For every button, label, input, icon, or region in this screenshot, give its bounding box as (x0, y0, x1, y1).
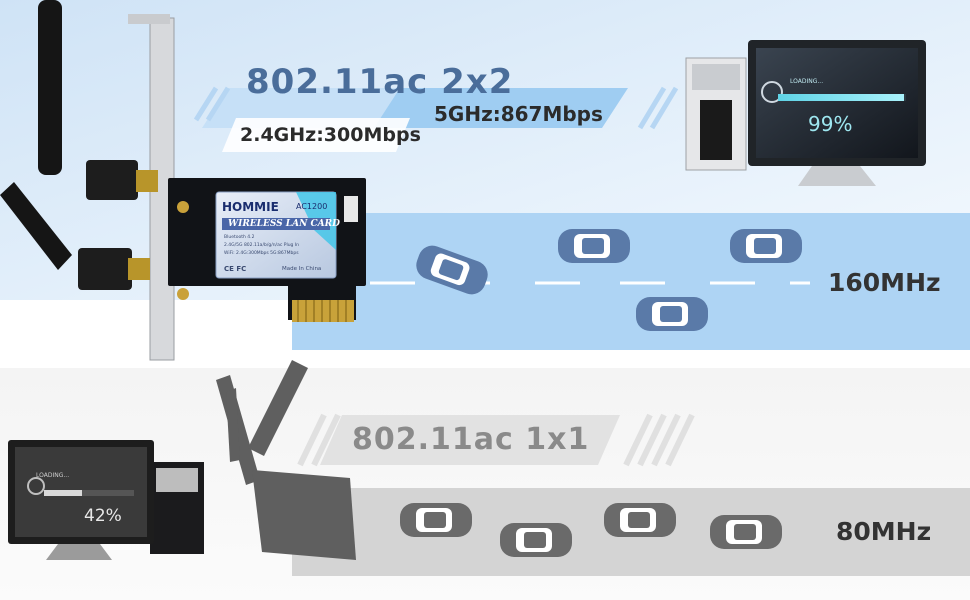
monitor-loading-label-top: LOADING... (790, 78, 824, 85)
card-brand: HOMMIE (222, 200, 279, 214)
car-icon (500, 523, 572, 557)
car-icon (730, 229, 802, 263)
monitor-progress-top: 99% (808, 112, 853, 136)
card-origin: Made In China (282, 266, 322, 272)
stripes-bottom (297, 413, 695, 467)
standard-banner-bottom-bg (320, 415, 620, 465)
channel-width-80-label: 80MHz (836, 517, 932, 546)
pcie-card-icon (216, 360, 356, 560)
card-title: WIRELESS LAN CARD (228, 219, 340, 229)
car-icon (710, 515, 782, 549)
desktop-computer-icon (685, 40, 926, 186)
speed-banner-5g-bg (374, 88, 628, 128)
antenna-icon (0, 182, 150, 290)
speed-5ghz-label: 5GHz:867Mbps (434, 102, 603, 126)
standard-1x1-title: 802.11ac 1x1 (352, 422, 590, 457)
car-icon (416, 245, 488, 295)
monitor-progress-bottom: 42% (84, 506, 122, 526)
speed-24ghz-label: 2.4GHz:300Mbps (240, 124, 421, 146)
car-icon (558, 229, 630, 263)
car-icon (636, 297, 708, 331)
antenna-icon (38, 0, 158, 200)
stripes-left (193, 86, 679, 130)
card-line-3: WiFi: 2.4G:300Mbps 5G:867Mbps (224, 251, 299, 256)
monitor-loading-label-bottom: LOADING... (36, 472, 70, 479)
speed-banner-24-bg (222, 118, 410, 152)
card-line-1: Bluetooth 4.2 (224, 235, 255, 240)
card-marks: CE FC (224, 265, 247, 273)
desktop-computer-icon (8, 440, 204, 560)
card-model: AC1200 (296, 202, 328, 211)
standard-2x2-title: 802.11ac 2x2 (246, 62, 514, 102)
channel-width-160-label: 160MHz (828, 268, 941, 297)
wifi-card-top (0, 0, 366, 361)
car-icon (400, 503, 472, 537)
car-icon (604, 503, 676, 537)
card-line-2: 2.4G/5G 802.11a/b/g/n/ac Plug In (224, 243, 300, 248)
